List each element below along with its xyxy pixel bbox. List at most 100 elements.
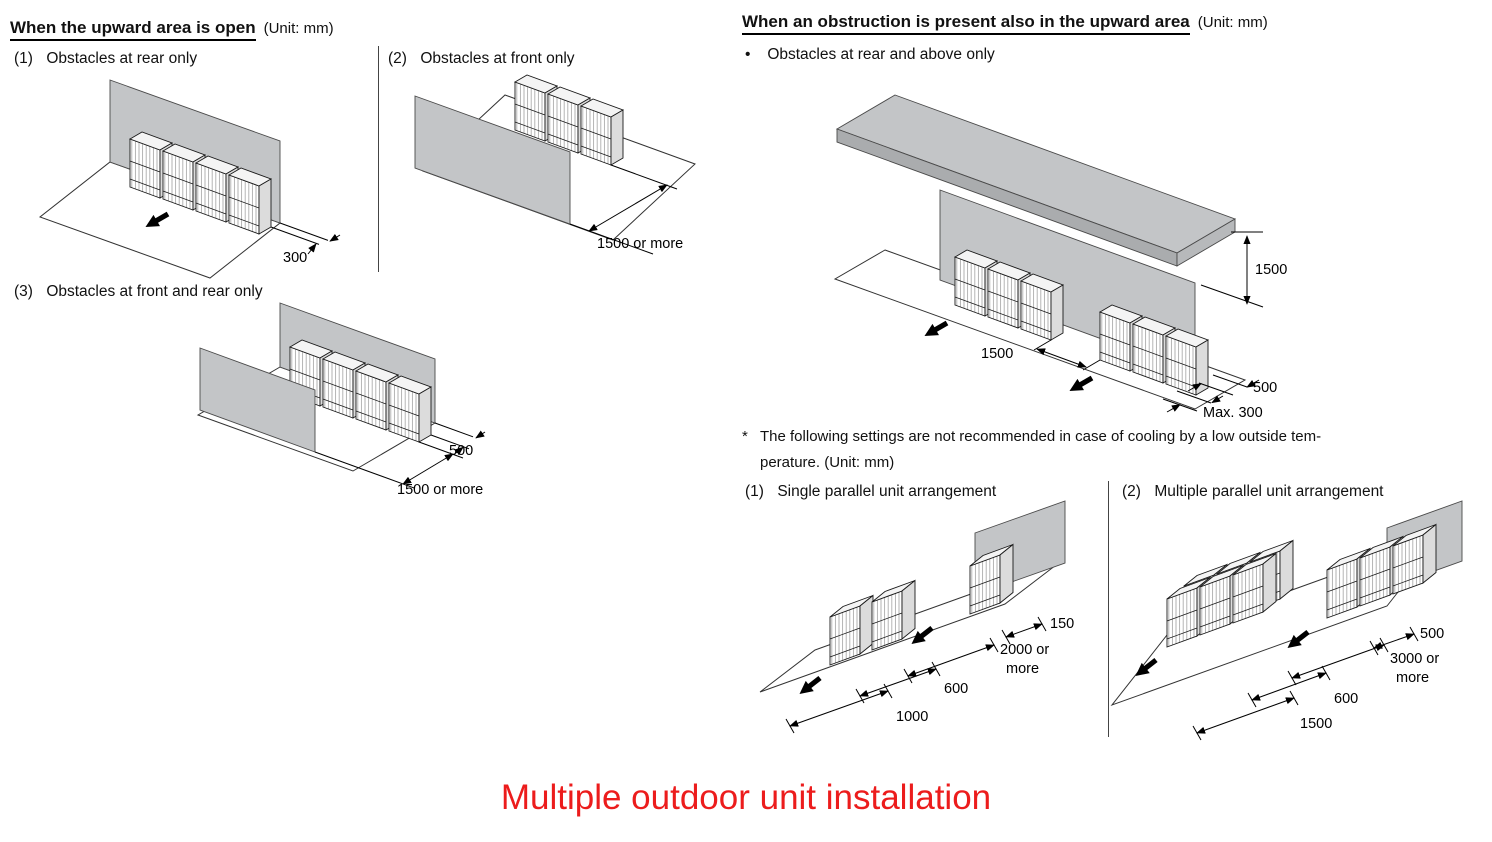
figure-3-caption: (3) Obstacles at front and rear only — [14, 283, 263, 301]
right-heading-unit-note: (Unit: mm) — [1197, 14, 1268, 31]
dimension-label-front: 1500 — [1300, 716, 1332, 732]
dimension-arrow — [789, 690, 889, 727]
outdoor-unit — [580, 98, 624, 166]
dimension-label-rear: 500 — [1420, 626, 1444, 642]
dimension-arrow — [1211, 395, 1224, 404]
extension-line — [1082, 359, 1101, 371]
outdoor-units — [829, 544, 1014, 666]
dimension-arrow — [1196, 697, 1295, 734]
dimension-arrow-gap — [1036, 348, 1087, 368]
dimension-label-side: 500 — [1253, 380, 1277, 396]
extension-tick — [989, 637, 999, 653]
outdoor-unit — [871, 580, 916, 651]
page-title: Multiple outdoor unit installation — [500, 778, 992, 817]
extension-line — [1176, 390, 1212, 404]
left-section-heading: When the upward area is open(Unit: mm) — [10, 18, 334, 41]
overhead-slab-end — [1176, 218, 1236, 267]
extension-tick — [1287, 670, 1297, 686]
extension-line — [1212, 374, 1248, 388]
footnote: * The following settings are not recommen… — [742, 424, 1321, 476]
left-heading-text: When the upward area is open — [10, 18, 256, 41]
extension-tick — [1289, 690, 1299, 706]
dimension-arrow — [1005, 623, 1043, 638]
bullet-item: • Obstacles at rear and above only — [745, 46, 995, 64]
figure-single-number: (1) — [745, 483, 764, 500]
extension-line — [1198, 382, 1234, 396]
figure-single-caption: (1) Single parallel unit arrangement — [745, 483, 996, 501]
figure-2-caption: (2) Obstacles at front only — [388, 50, 575, 68]
extension-tick — [1001, 629, 1011, 645]
dimension-lines — [569, 164, 678, 255]
extension-line — [418, 441, 464, 459]
dimension-label-front: 1500 or more — [597, 236, 683, 252]
dimension-label-gap-2: more — [1006, 661, 1039, 677]
dimension-label-front: 1000 — [896, 709, 928, 725]
column-divider-top-left — [378, 46, 379, 272]
outdoor-unit — [829, 595, 874, 666]
dimension-label-rear: 150 — [1050, 616, 1074, 632]
dimension-lines — [1192, 626, 1419, 741]
footnote-line-2: perature. (Unit: mm) — [760, 450, 1321, 476]
airflow-arrow — [921, 317, 951, 342]
extension-line — [1200, 284, 1264, 308]
figure-3-caption-text: Obstacles at front and rear only — [46, 283, 263, 300]
extension-line — [270, 226, 320, 245]
extension-line — [430, 434, 470, 450]
figure-1-number: (1) — [14, 50, 33, 67]
outdoor-unit — [1020, 273, 1064, 341]
figure-3-number: (3) — [14, 283, 33, 300]
dimension-arrow — [329, 233, 341, 242]
dimension-lines — [785, 616, 1047, 734]
extension-tick — [931, 661, 941, 677]
dimension-label-unit-gap: 600 — [1334, 691, 1358, 707]
dimension-arrow — [454, 446, 464, 456]
extension-tick — [1247, 692, 1257, 708]
bullet-text: Obstacles at rear and above only — [767, 46, 995, 63]
extension-line — [569, 223, 654, 255]
scene-divider — [1108, 481, 1109, 737]
dimension-label-unit-gap: 600 — [944, 681, 968, 697]
extension-tick — [1321, 665, 1331, 681]
dimension-arrow — [1373, 633, 1415, 649]
extension-line — [1033, 339, 1052, 351]
extension-tick — [1379, 637, 1389, 653]
figure-single-caption-text: Single parallel unit arrangement — [777, 483, 997, 500]
dimension-lines — [270, 222, 341, 255]
dimension-label-rear: Max. 300 — [1203, 405, 1263, 421]
extension-line — [279, 222, 329, 241]
multiple-parallel-diagram: 500 3000 or more 600 1500 — [1110, 500, 1463, 741]
figure-2-diagram: 1500 or more — [414, 74, 696, 255]
outdoor-unit — [1165, 328, 1209, 396]
dimension-label-gap-1: 2000 or — [1000, 642, 1049, 658]
figure-1-diagram: 300 — [38, 79, 341, 279]
dimension-label-gap-2: more — [1396, 670, 1429, 686]
overhead-obstruction-diagram: 1500 1500 500 Max. 300 — [833, 94, 1287, 421]
dimension-arrow — [475, 430, 486, 439]
extension-line — [314, 451, 416, 489]
dimension-arrow — [1187, 383, 1202, 392]
footnote-line-1: * The following settings are not recommen… — [742, 424, 1321, 450]
figure-3-diagram: 500 1500 or more — [196, 302, 486, 498]
dimension-arrow — [1246, 379, 1260, 388]
dimension-arrow — [907, 644, 995, 677]
extension-line — [434, 422, 474, 438]
extension-tick — [1409, 626, 1419, 642]
bullet-marker: • — [745, 46, 751, 63]
dimension-arrow — [402, 453, 454, 485]
figure-2-number: (2) — [388, 50, 407, 67]
dimension-label-gap-1: 3000 or — [1390, 651, 1439, 667]
dimension-label-rear: 500 — [449, 443, 473, 459]
figure-multi-caption-text: Multiple parallel unit arrangement — [1154, 483, 1384, 500]
figure-multi-caption: (2) Multiple parallel unit arrangement — [1122, 483, 1384, 501]
footnote-text-1: The following settings are not recommend… — [760, 428, 1322, 445]
extension-tick — [883, 683, 893, 699]
extension-tick — [1037, 616, 1047, 632]
airflow-arrow — [1066, 372, 1096, 397]
dimension-arrow — [1166, 404, 1181, 413]
figure-1-caption-text: Obstacles at rear only — [46, 50, 198, 67]
footnote-marker: * — [742, 428, 748, 445]
single-parallel-diagram: 150 2000 or more 600 1000 — [759, 500, 1074, 734]
extension-tick — [903, 668, 913, 684]
dimension-lines — [314, 422, 486, 489]
